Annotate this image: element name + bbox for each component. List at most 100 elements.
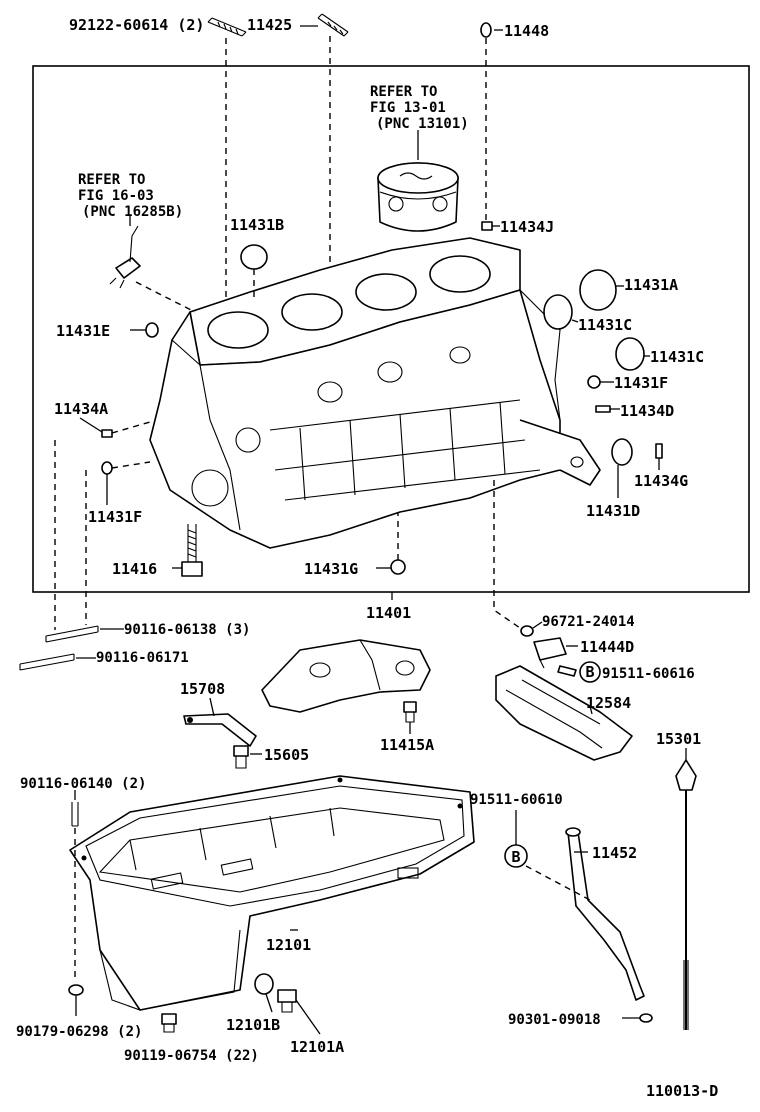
label-11434A: 11434A [54, 400, 108, 418]
label-11434G: 11434G [634, 472, 688, 490]
leader-12584 [589, 705, 593, 715]
bolt-11425[interactable] [317, 13, 349, 37]
circle-b-1: B [585, 663, 594, 681]
leader-11431C-1 [571, 319, 579, 323]
bolt-11416[interactable] [181, 524, 203, 577]
label-96721-24014: 96721-24014 [542, 614, 635, 630]
plug-90179[interactable] [68, 984, 84, 996]
plug-11431F-2[interactable] [101, 461, 113, 475]
circle-b-marker-1 [579, 661, 601, 683]
label-11431F-2: 11431F [88, 508, 142, 526]
label-90119-06754: 90119-06754 (22) [124, 1048, 259, 1064]
label-11444D: 11444D [580, 638, 634, 656]
plug-11448[interactable] [480, 22, 492, 38]
leader-sensor [135, 281, 196, 313]
leader-11434A [79, 417, 103, 433]
label-11431F-1: 11431F [614, 374, 668, 392]
gasket-90301[interactable] [639, 1013, 653, 1023]
bolt-90116-06138[interactable] [45, 625, 99, 643]
circle-b-2: B [511, 848, 520, 866]
label-11452: 11452 [592, 844, 637, 862]
label-11434D: 11434D [620, 402, 674, 420]
label-91511-60610: 91511-60610 [470, 792, 563, 808]
dipstick-15301[interactable] [675, 759, 697, 1030]
cylinder-block-icon[interactable] [149, 237, 601, 549]
label-11431B: 11431B [230, 216, 284, 234]
label-11415A: 11415A [380, 736, 434, 754]
label-11431G: 11431G [304, 560, 358, 578]
label-12101: 12101 [266, 936, 311, 954]
leader-96721 [532, 621, 543, 629]
piston-icon [377, 162, 459, 232]
label-11431D: 11431D [586, 502, 640, 520]
label-11434J: 11434J [500, 218, 554, 236]
plug-15605[interactable] [233, 745, 249, 769]
label-12101B: 12101B [226, 1016, 280, 1034]
gasket-12101B[interactable] [254, 973, 274, 995]
ref-fig16: REFER TO FIG 16-03 (PNC 16285B) [78, 172, 183, 220]
label-11448: 11448 [504, 22, 549, 40]
label-12101A: 12101A [290, 1038, 344, 1056]
pin-11434J[interactable] [481, 221, 493, 231]
bolt-11415A[interactable] [403, 701, 417, 723]
leader-11434A-block [111, 421, 151, 434]
plug-11431A[interactable] [579, 269, 617, 311]
svg-text:FIG 16-03: FIG 16-03 [78, 188, 154, 204]
label-15605: 15605 [264, 746, 309, 764]
oil-sensor-icon [109, 225, 141, 289]
pin-11434G[interactable] [655, 443, 663, 459]
leader-b2 [525, 865, 591, 901]
ref-fig13: REFER TO FIG 13-01 (PNC 13101) [370, 84, 469, 132]
strainer-11452[interactable] [565, 827, 645, 1001]
svg-text:(PNC 16285B): (PNC 16285B) [82, 204, 183, 220]
plug-11431B[interactable] [240, 244, 268, 270]
stud-90116-06140[interactable] [71, 802, 79, 827]
svg-text:REFER TO: REFER TO [78, 172, 145, 188]
label-15301: 15301 [656, 730, 701, 748]
bolt-90119[interactable] [161, 1013, 177, 1033]
oring-96721[interactable] [520, 625, 534, 637]
label-15708: 15708 [180, 680, 225, 698]
leader-12101B [265, 993, 273, 1013]
label-92122-60614: 92122-60614 (2) [69, 16, 204, 34]
plug-11431C-1[interactable] [543, 294, 573, 330]
label-11431A: 11431A [624, 276, 678, 294]
label-11416: 11416 [112, 560, 157, 578]
label-11431C-2: 11431C [650, 348, 704, 366]
pin-11434A[interactable] [101, 429, 113, 438]
label-90179-06298: 90179-06298 (2) [16, 1024, 142, 1040]
label-11431E: 11431E [56, 322, 110, 340]
label-11401: 11401 [366, 604, 411, 622]
label-90116-06138: 90116-06138 (3) [124, 622, 250, 638]
drain-plug-12101A[interactable] [277, 989, 297, 1013]
plug-11431G[interactable] [390, 559, 406, 575]
bolt-90116-06171[interactable] [19, 653, 75, 671]
leader-12101A [295, 999, 321, 1035]
label-12584: 12584 [586, 694, 631, 712]
stiffener-icon [261, 639, 431, 713]
sensor-11444D[interactable] [533, 637, 567, 669]
block-assembly-frame [32, 65, 750, 593]
label-90116-06171: 90116-06171 [96, 650, 189, 666]
bolt-91511-60616[interactable] [557, 665, 577, 677]
diagram-id: 110013-D [646, 1082, 718, 1100]
plug-11431E[interactable] [145, 322, 159, 338]
svg-text:REFER TO: REFER TO [370, 84, 437, 100]
label-11431C-1: 11431C [578, 316, 632, 334]
plug-11431C-2[interactable] [615, 337, 645, 371]
label-11425: 11425 [247, 16, 292, 34]
bracket-15708[interactable] [183, 697, 257, 747]
svg-text:(PNC 13101): (PNC 13101) [376, 116, 469, 132]
bolt-92122[interactable] [207, 17, 247, 37]
label-90116-06140: 90116-06140 (2) [20, 776, 146, 792]
leader-11431F-2-block [111, 461, 151, 469]
baffle-12584[interactable] [495, 665, 633, 761]
pin-11434D[interactable] [595, 405, 611, 413]
seal-11431D[interactable] [611, 438, 633, 466]
label-90301-09018: 90301-09018 [508, 1012, 601, 1028]
oil-pan-12101[interactable] [69, 775, 475, 1011]
svg-text:FIG 13-01: FIG 13-01 [370, 100, 446, 116]
plug-11431F-1[interactable] [587, 375, 601, 389]
